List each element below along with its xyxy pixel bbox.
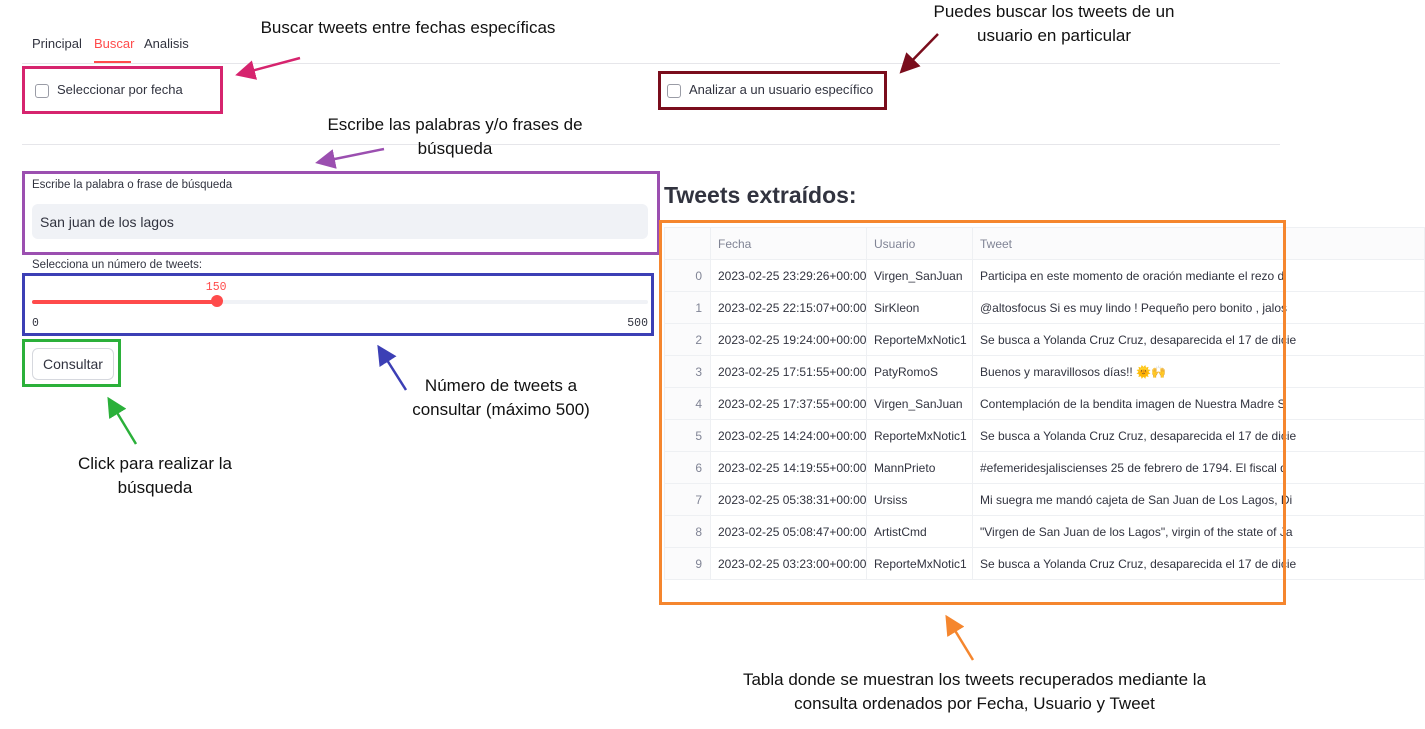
annotation-note-dates: Buscar tweets entre fechas específicas (260, 18, 556, 37)
tweet-cell[interactable]: Participa en este momento de oración med… (972, 259, 1425, 292)
column-header-tweet[interactable]: Tweet (972, 227, 1425, 260)
search-input[interactable] (32, 204, 648, 239)
consultar-button[interactable]: Consultar (32, 348, 114, 380)
row-index-cell[interactable]: 3 (664, 355, 711, 388)
column-header-usuario[interactable]: Usuario (866, 227, 973, 260)
slider-fill (32, 300, 217, 304)
usuario-cell[interactable]: SirKleon (866, 291, 973, 324)
row-index-cell[interactable]: 7 (664, 483, 711, 516)
table-header-row: Fecha Usuario Tweet (664, 227, 1425, 260)
tweet-count-slider[interactable] (32, 295, 648, 307)
annotation-note-user: Puedes buscar los tweets de un usuario e… (933, 2, 1175, 45)
slider-min: 0 (32, 317, 39, 330)
annotation-arrows (107, 33, 975, 661)
fecha-cell[interactable]: 2023-02-25 17:51:55+00:00 (710, 355, 867, 388)
tweet-cell[interactable]: Buenos y maravillosos días!! 🌞🙌 (972, 355, 1425, 388)
fecha-cell[interactable]: 2023-02-25 23:29:26+00:00 (710, 259, 867, 292)
section-divider (22, 144, 1280, 145)
annotation-note-click: Click para realizar la búsqueda (78, 454, 232, 497)
arrow-table (945, 614, 975, 661)
user-filter-label[interactable]: Analizar a un usuario específico (689, 82, 874, 97)
usuario-cell[interactable]: ArtistCmd (866, 515, 973, 548)
fecha-cell[interactable]: 2023-02-25 03:23:00+00:00 (710, 547, 867, 580)
tab-principal[interactable]: Principal (32, 36, 82, 51)
row-index-cell[interactable]: 6 (664, 451, 711, 484)
usuario-cell[interactable]: ReporteMxNotic1 (866, 323, 973, 356)
arrow-dates (235, 56, 301, 80)
fecha-cell[interactable]: 2023-02-25 05:08:47+00:00 (710, 515, 867, 548)
row-index-cell[interactable]: 8 (664, 515, 711, 548)
arrow-query (315, 147, 385, 169)
tweet-cell[interactable]: Se busca a Yolanda Cruz Cruz, desapareci… (972, 419, 1425, 452)
date-filter-checkbox[interactable] (35, 84, 49, 98)
tab-buscar[interactable]: Buscar (94, 36, 135, 51)
row-index-cell[interactable]: 9 (664, 547, 711, 580)
slider-value: 150 (205, 281, 227, 294)
fecha-cell[interactable]: 2023-02-25 05:38:31+00:00 (710, 483, 867, 516)
annotation-note-query: Escribe las palabras y/o frases de búsqu… (327, 115, 583, 158)
tweet-cell[interactable]: "Virgen de San Juan de los Lagos", virgi… (972, 515, 1425, 548)
results-heading: Tweets extraídos: (664, 182, 857, 208)
fecha-cell[interactable]: 2023-02-25 14:19:55+00:00 (710, 451, 867, 484)
fecha-cell[interactable]: 2023-02-25 14:24:00+00:00 (710, 419, 867, 452)
row-index-cell[interactable]: 4 (664, 387, 711, 420)
slider-max: 500 (627, 317, 648, 330)
tweet-cell[interactable]: Se busca a Yolanda Cruz Cruz, desapareci… (972, 547, 1425, 580)
row-index-cell[interactable]: 5 (664, 419, 711, 452)
column-header-fecha[interactable]: Fecha (710, 227, 867, 260)
annotation-note-table: Tabla donde se muestran los tweets recup… (742, 670, 1207, 713)
arrow-count (377, 344, 408, 391)
slider-thumb[interactable] (210, 295, 223, 307)
row-index-cell[interactable]: 0 (664, 259, 711, 292)
tabs-divider (22, 63, 1280, 64)
tweet-cell[interactable]: #efemeridesjaliscienses 25 de febrero de… (972, 451, 1425, 484)
tweet-cell[interactable]: Mi suegra me mandó cajeta de San Juan de… (972, 483, 1425, 516)
tweet-cell[interactable]: @altosfocus Si es muy lindo ! Pequeño pe… (972, 291, 1425, 324)
search-input-label: Escribe la palabra o frase de búsqueda (32, 179, 233, 191)
user-filter-checkbox[interactable] (667, 84, 681, 98)
usuario-cell[interactable]: ReporteMxNotic1 (866, 547, 973, 580)
fecha-cell[interactable]: 2023-02-25 17:37:55+00:00 (710, 387, 867, 420)
arrow-user (899, 33, 939, 74)
arrow-click (107, 396, 138, 445)
tab-analisis[interactable]: Analisis (144, 36, 189, 51)
slider-label: Selecciona un número de tweets: (32, 259, 203, 271)
usuario-cell[interactable]: Ursiss (866, 483, 973, 516)
annotation-note-count: Número de tweets a consultar (máximo 500… (412, 376, 590, 419)
date-filter-label[interactable]: Seleccionar por fecha (57, 82, 183, 97)
column-header-index[interactable] (664, 227, 711, 260)
usuario-cell[interactable]: Virgen_SanJuan (866, 259, 973, 292)
active-tab-indicator (94, 61, 131, 63)
